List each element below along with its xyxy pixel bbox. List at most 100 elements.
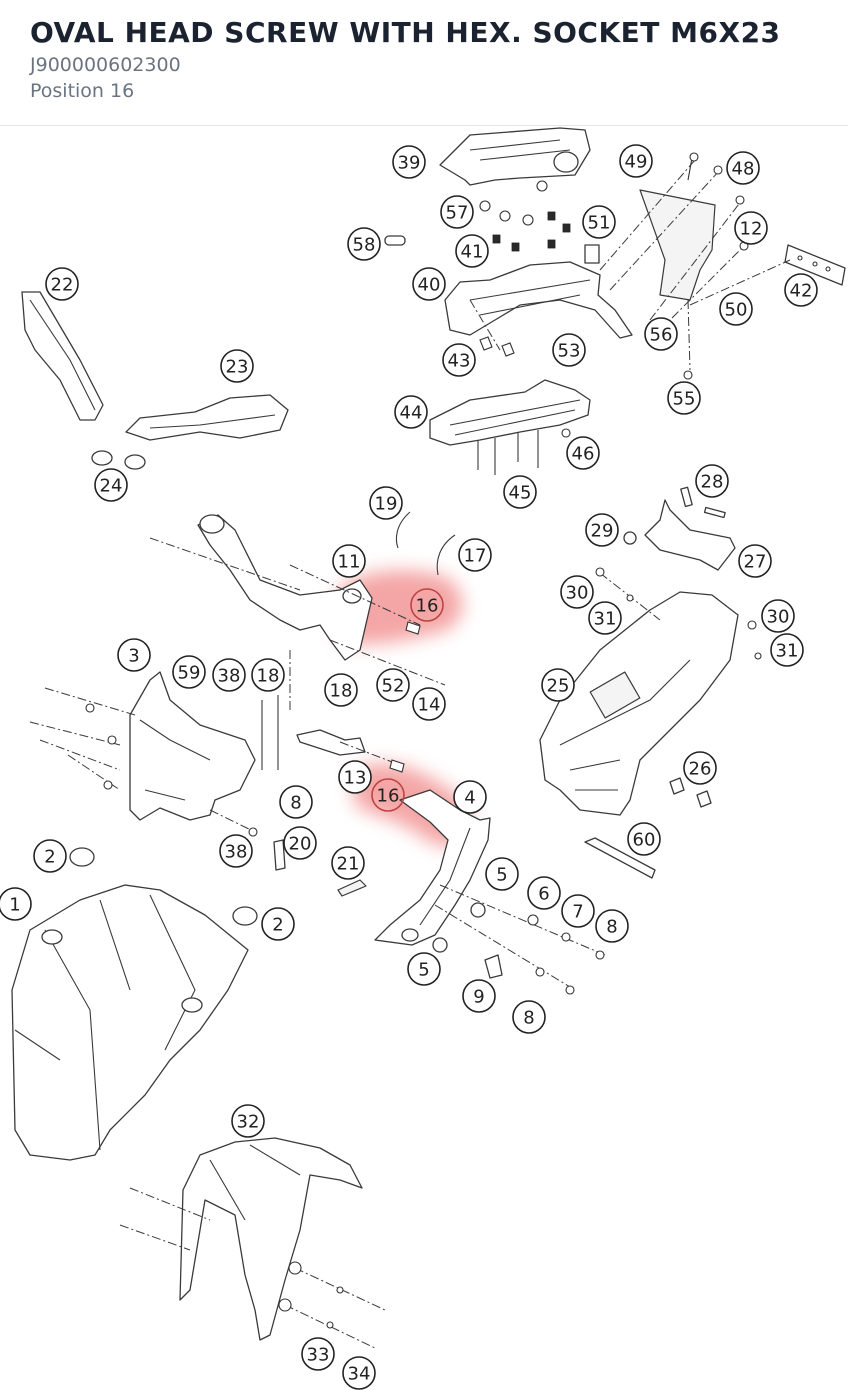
callout-2[interactable]: 2	[33, 839, 67, 873]
callout-39[interactable]: 39	[392, 145, 426, 179]
part-11-upper-bracket	[197, 514, 373, 661]
callout-32[interactable]: 32	[231, 1104, 265, 1138]
callout-circle	[667, 381, 701, 415]
callout-circle	[172, 655, 206, 689]
callout-6[interactable]: 6	[527, 876, 561, 910]
callout-circle	[770, 633, 804, 667]
callout-5[interactable]: 5	[407, 952, 441, 986]
callout-56[interactable]: 56	[644, 317, 678, 351]
callout-22[interactable]: 22	[45, 267, 79, 301]
callout-12[interactable]: 12	[734, 211, 768, 245]
callout-number: 44	[400, 403, 423, 424]
callout-2[interactable]: 2	[261, 907, 295, 941]
callout-circle	[455, 234, 489, 268]
callout-48[interactable]: 48	[726, 151, 760, 185]
callout-number: 38	[218, 666, 241, 687]
callout-42[interactable]: 42	[784, 273, 818, 307]
callout-27[interactable]: 27	[738, 544, 772, 578]
callout-40[interactable]: 40	[412, 267, 446, 301]
callout-14[interactable]: 14	[412, 687, 446, 721]
callout-21[interactable]: 21	[331, 846, 365, 880]
callout-13[interactable]: 13	[338, 760, 372, 794]
callout-30[interactable]: 30	[761, 599, 795, 633]
callout-number: 17	[464, 546, 487, 567]
callout-circle	[410, 588, 444, 622]
callout-3[interactable]: 3	[117, 638, 151, 672]
callout-25[interactable]: 25	[541, 668, 575, 702]
callout-55[interactable]: 55	[667, 381, 701, 415]
callout-circle	[485, 857, 519, 891]
callout-20[interactable]: 20	[283, 826, 317, 860]
callout-number: 18	[257, 666, 280, 687]
part-13-bracket	[296, 729, 366, 756]
part-44-rear-bracket	[429, 379, 591, 446]
callout-52[interactable]: 52	[376, 668, 410, 702]
part-title: OVAL HEAD SCREW WITH HEX. SOCKET M6X23	[30, 16, 781, 49]
callout-circle	[695, 464, 729, 498]
callout-57[interactable]: 57	[440, 195, 474, 229]
callout-circle	[412, 267, 446, 301]
callout-24[interactable]: 24	[94, 468, 128, 502]
callout-23[interactable]: 23	[220, 349, 254, 383]
callout-44[interactable]: 44	[394, 395, 428, 429]
callout-circle	[45, 267, 79, 301]
callout-circle	[324, 673, 358, 707]
part-19-hose	[395, 511, 411, 549]
callout-number: 6	[538, 884, 549, 905]
callout-18[interactable]: 18	[324, 673, 358, 707]
callout-number: 33	[307, 1345, 330, 1366]
callout-38[interactable]: 38	[212, 658, 246, 692]
callout-46[interactable]: 46	[566, 436, 600, 470]
callout-30[interactable]: 30	[560, 575, 594, 609]
callout-8[interactable]: 8	[512, 1000, 546, 1034]
callout-number: 14	[418, 695, 441, 716]
callout-number: 19	[375, 494, 398, 515]
part-27-cover	[644, 499, 736, 571]
callout-7[interactable]: 7	[561, 894, 595, 928]
callout-50[interactable]: 50	[719, 292, 753, 326]
callout-8[interactable]: 8	[595, 909, 629, 943]
callout-8[interactable]: 8	[279, 785, 313, 819]
callout-number: 5	[496, 865, 507, 886]
callout-28[interactable]: 28	[695, 464, 729, 498]
callout-number: 51	[588, 213, 611, 234]
callout-number: 26	[689, 759, 712, 780]
callout-16[interactable]: 16	[410, 588, 444, 622]
callout-17[interactable]: 17	[458, 538, 492, 572]
callout-58[interactable]: 58	[347, 227, 381, 261]
callout-number: 8	[606, 917, 617, 938]
callout-18[interactable]: 18	[251, 658, 285, 692]
callout-33[interactable]: 33	[301, 1337, 335, 1371]
callout-circle	[117, 638, 151, 672]
callout-1[interactable]: 1	[0, 887, 32, 921]
callout-53[interactable]: 53	[552, 333, 586, 367]
callout-38[interactable]: 38	[219, 834, 253, 868]
callout-31[interactable]: 31	[770, 633, 804, 667]
part-60-reflector	[584, 837, 656, 879]
callout-34[interactable]: 34	[342, 1356, 376, 1390]
parts-artwork	[11, 127, 846, 1349]
callout-circle	[503, 475, 537, 509]
callout-16[interactable]: 16	[371, 778, 405, 812]
callout-circle	[219, 834, 253, 868]
callout-26[interactable]: 26	[683, 751, 717, 785]
callout-59[interactable]: 59	[172, 655, 206, 689]
callout-19[interactable]: 19	[369, 486, 403, 520]
callout-60[interactable]: 60	[627, 822, 661, 856]
callout-31[interactable]: 31	[588, 601, 622, 635]
callout-51[interactable]: 51	[582, 205, 616, 239]
callout-circle	[371, 778, 405, 812]
callout-29[interactable]: 29	[585, 513, 619, 547]
callout-49[interactable]: 49	[619, 144, 653, 178]
callout-43[interactable]: 43	[442, 343, 476, 377]
callout-number: 24	[100, 476, 123, 497]
callout-number: 42	[790, 281, 813, 302]
callout-4[interactable]: 4	[453, 780, 487, 814]
callout-number: 23	[226, 357, 249, 378]
callout-41[interactable]: 41	[455, 234, 489, 268]
callout-9[interactable]: 9	[462, 979, 496, 1013]
callout-11[interactable]: 11	[332, 544, 366, 578]
callout-45[interactable]: 45	[503, 475, 537, 509]
callout-5[interactable]: 5	[485, 857, 519, 891]
callout-number: 4	[464, 788, 475, 809]
